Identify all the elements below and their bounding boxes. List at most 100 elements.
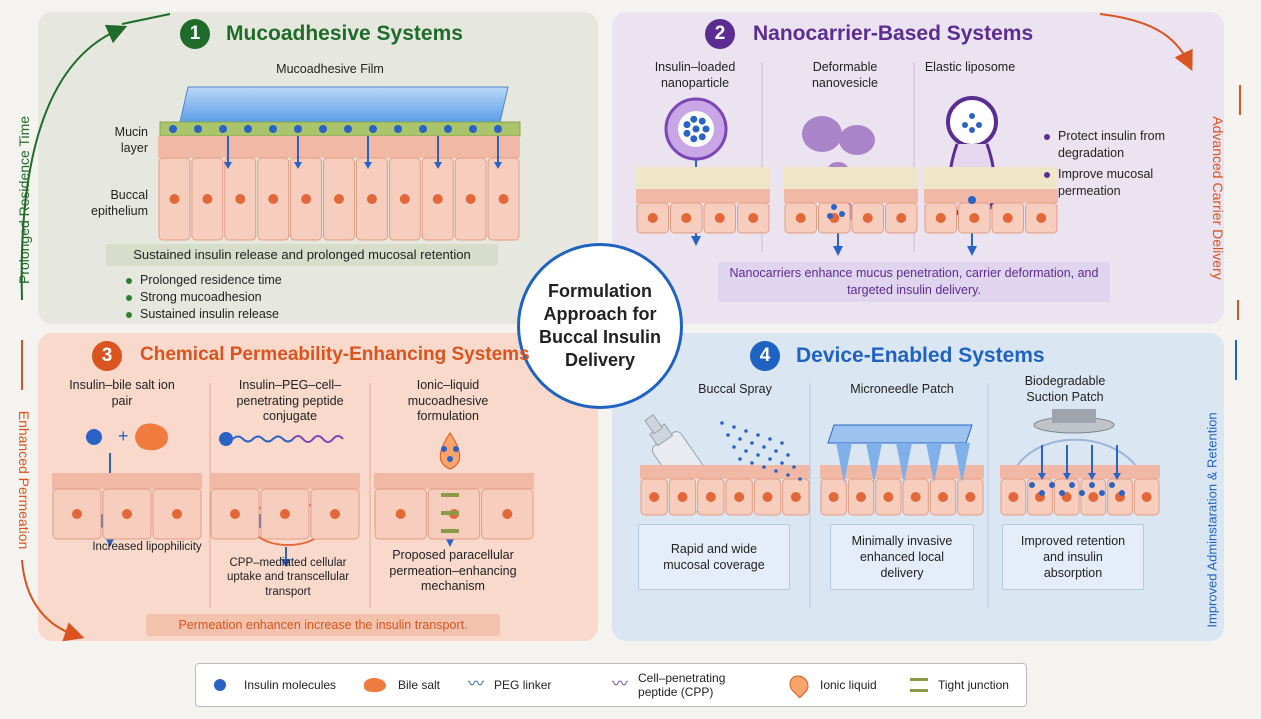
tissue-layer bbox=[784, 189, 918, 203]
spray-droplet bbox=[786, 453, 790, 457]
q2-nanocarrier-illustration bbox=[636, 62, 1058, 256]
q4-caption-microneedle: Minimally invasive enhanced local delive… bbox=[830, 524, 974, 590]
microneedle bbox=[954, 443, 970, 483]
microneedle bbox=[896, 443, 912, 483]
q2-bullet: Improve mucosal permeation bbox=[1044, 166, 1178, 200]
q3-title: Chemical Permeability-Enhancing Systems bbox=[140, 344, 530, 365]
q2-bullet-list: Protect insulin from degradation Improve… bbox=[1044, 128, 1178, 200]
cell-nucleus bbox=[969, 213, 980, 223]
spray-droplet bbox=[738, 457, 742, 461]
microneedle bbox=[866, 443, 882, 483]
tissue-layer bbox=[210, 473, 360, 489]
insulin-dot bbox=[1039, 490, 1045, 496]
spray-droplet bbox=[762, 465, 766, 469]
legend-label: Cell–penetrating peptide (CPP) bbox=[638, 670, 726, 699]
insulin-dot bbox=[1059, 490, 1065, 496]
cell-nucleus bbox=[734, 492, 745, 502]
mucus-layer bbox=[636, 167, 770, 189]
insulin-dot bbox=[698, 133, 706, 141]
q3-item-ion-pair: Insulin–bile salt ion pair bbox=[69, 378, 175, 408]
bile-salt-icon bbox=[364, 678, 386, 692]
q2-banner: Nanocarriers enhance mucus penetration, … bbox=[718, 262, 1110, 302]
spray-droplet bbox=[762, 445, 766, 449]
insulin-dot bbox=[839, 211, 845, 217]
mucus-layer bbox=[924, 167, 1058, 189]
q2-bullet: Protect insulin from degradation bbox=[1044, 128, 1178, 162]
q1-film-label: Mucoadhesive Film bbox=[276, 62, 384, 76]
q3-caption-cpp: CPP–mediated cellular uptake and transce… bbox=[226, 557, 350, 598]
q4-caption-spray: Rapid and wide mucosal coverage bbox=[638, 524, 790, 590]
q4-number-badge: 4 bbox=[750, 341, 780, 371]
insulin-molecule-icon bbox=[214, 679, 226, 691]
suction-arrowhead bbox=[1113, 473, 1121, 480]
spray-droplet bbox=[732, 425, 736, 429]
legend-label: Tight junction bbox=[938, 677, 1009, 692]
insulin-dot bbox=[194, 125, 202, 133]
insulin-dot bbox=[683, 129, 691, 137]
q1-bullet: Strong mucoadhesion bbox=[126, 289, 282, 306]
cell-nucleus bbox=[938, 492, 948, 502]
center-title: Formulation Approach for Buccal Insulin … bbox=[538, 280, 662, 371]
q2-title: Nanocarrier-Based Systems bbox=[753, 22, 1034, 45]
spray-droplet bbox=[786, 473, 790, 477]
insulin-dot bbox=[419, 125, 427, 133]
insulin-dot bbox=[1119, 490, 1125, 496]
insulin-dot bbox=[447, 456, 453, 462]
q3-number-badge: 3 bbox=[92, 341, 122, 371]
spray-droplet bbox=[732, 445, 736, 449]
q4-item-spray: Buccal Spray bbox=[698, 382, 772, 396]
cell-nucleus bbox=[862, 213, 873, 223]
spray-droplet bbox=[792, 465, 796, 469]
q4-caption-spray-text: Rapid and wide mucosal coverage bbox=[663, 541, 765, 572]
insulin-dot bbox=[219, 125, 227, 133]
cell-nucleus bbox=[1141, 492, 1152, 502]
release-arrowhead bbox=[224, 162, 232, 169]
insulin-dot bbox=[969, 127, 975, 133]
cell-nucleus bbox=[677, 492, 688, 502]
cell-nucleus bbox=[935, 213, 946, 223]
spray-droplet bbox=[720, 421, 724, 425]
insulin-dot bbox=[444, 125, 452, 133]
cell-nucleus bbox=[883, 492, 894, 502]
insulin-dot bbox=[494, 125, 502, 133]
insulin-dot bbox=[453, 446, 459, 452]
cell-nucleus bbox=[280, 509, 290, 519]
insulin-dot bbox=[441, 446, 447, 452]
cell-nucleus bbox=[1036, 213, 1047, 223]
legend-ionic-liquid: Ionic liquid bbox=[785, 664, 877, 706]
legend-bile-salt: Bile salt bbox=[364, 664, 440, 706]
insulin-dot bbox=[683, 121, 691, 129]
insulin-dot bbox=[344, 125, 352, 133]
spray-droplet bbox=[774, 449, 778, 453]
cell-nucleus bbox=[828, 492, 839, 502]
cell-nucleus bbox=[965, 492, 976, 502]
legend: Insulin molecules Bile salt 〰 PEG linker… bbox=[195, 663, 1027, 707]
cell-nucleus bbox=[714, 213, 725, 223]
spray-droplet bbox=[768, 457, 772, 461]
tissue-layer bbox=[924, 189, 1058, 203]
legend-label: PEG linker bbox=[494, 677, 552, 692]
insulin-dot bbox=[269, 125, 277, 133]
spray-droplet bbox=[768, 437, 772, 441]
insulin-dot bbox=[1109, 482, 1115, 488]
legend-peg: 〰 PEG linker bbox=[468, 664, 551, 706]
cell-nucleus bbox=[330, 509, 340, 519]
cell-nucleus bbox=[169, 194, 180, 204]
cell-nucleus bbox=[1008, 492, 1019, 502]
cell-nucleus bbox=[649, 492, 660, 502]
q1-number-badge: 1 bbox=[180, 19, 210, 49]
q1-mucin-label: Mucin layer bbox=[114, 125, 148, 155]
q4-item-suction-patch: Biodegradable Suction Patch bbox=[1024, 374, 1106, 404]
q4-title: Device-Enabled Systems bbox=[796, 344, 1045, 367]
insulin-dot bbox=[1089, 482, 1095, 488]
q2-item-nanoparticle: Insulin–loaded nanoparticle bbox=[654, 60, 736, 90]
suction-arrowhead bbox=[1063, 473, 1071, 480]
cell-nucleus bbox=[334, 194, 344, 204]
side-label-residence: Prolonged Residence Time bbox=[16, 115, 32, 285]
q3-banner: Permeation enhancen increase the insulin… bbox=[146, 614, 500, 636]
insulin-dot bbox=[690, 135, 698, 143]
spray-droplet bbox=[726, 433, 730, 437]
cell-nucleus bbox=[681, 213, 692, 223]
legend-label: Bile salt bbox=[398, 677, 441, 692]
cell-nucleus bbox=[230, 509, 240, 519]
